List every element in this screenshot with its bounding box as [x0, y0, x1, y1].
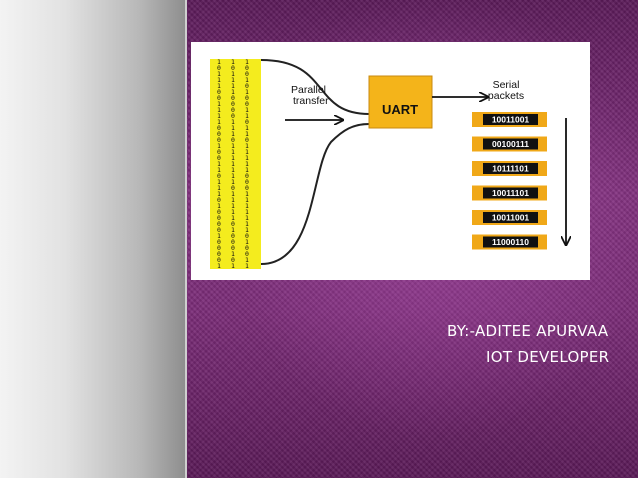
- author-credit: BY:-ADITEE APURVAA: [447, 322, 609, 340]
- left-gradient-panel: [0, 0, 185, 478]
- bit-strip: [210, 59, 261, 269]
- serial-label-2: packets: [488, 90, 524, 102]
- panel-divider: [185, 0, 187, 478]
- top-curve: [260, 59, 370, 115]
- serial-label-1: Serial: [493, 79, 520, 91]
- packet-label: 10011001: [492, 115, 530, 125]
- serial-packet: 11000110: [472, 234, 547, 250]
- uart-label: UART: [382, 102, 418, 117]
- serial-packet: 00100111: [472, 136, 547, 152]
- packet-label: 10111101: [492, 164, 529, 174]
- serial-packet: 10011001: [472, 210, 547, 225]
- packet-label: 10011101: [492, 188, 529, 198]
- parallel-label-2: transfer: [293, 95, 329, 107]
- parallel-label-1: Parallel: [291, 84, 326, 96]
- uart-box: [368, 75, 433, 129]
- serial-packet: 10011101: [472, 185, 547, 201]
- bottom-curve: [260, 123, 370, 265]
- packet-label: 11000110: [492, 237, 529, 247]
- serial-packet: 10011001: [472, 112, 547, 127]
- packet-label: 10011001: [492, 213, 530, 223]
- packet-label: 00100111: [492, 139, 529, 149]
- serial-packet: 10111101: [472, 161, 547, 176]
- author-role: IOT DEVELOPER: [486, 348, 610, 366]
